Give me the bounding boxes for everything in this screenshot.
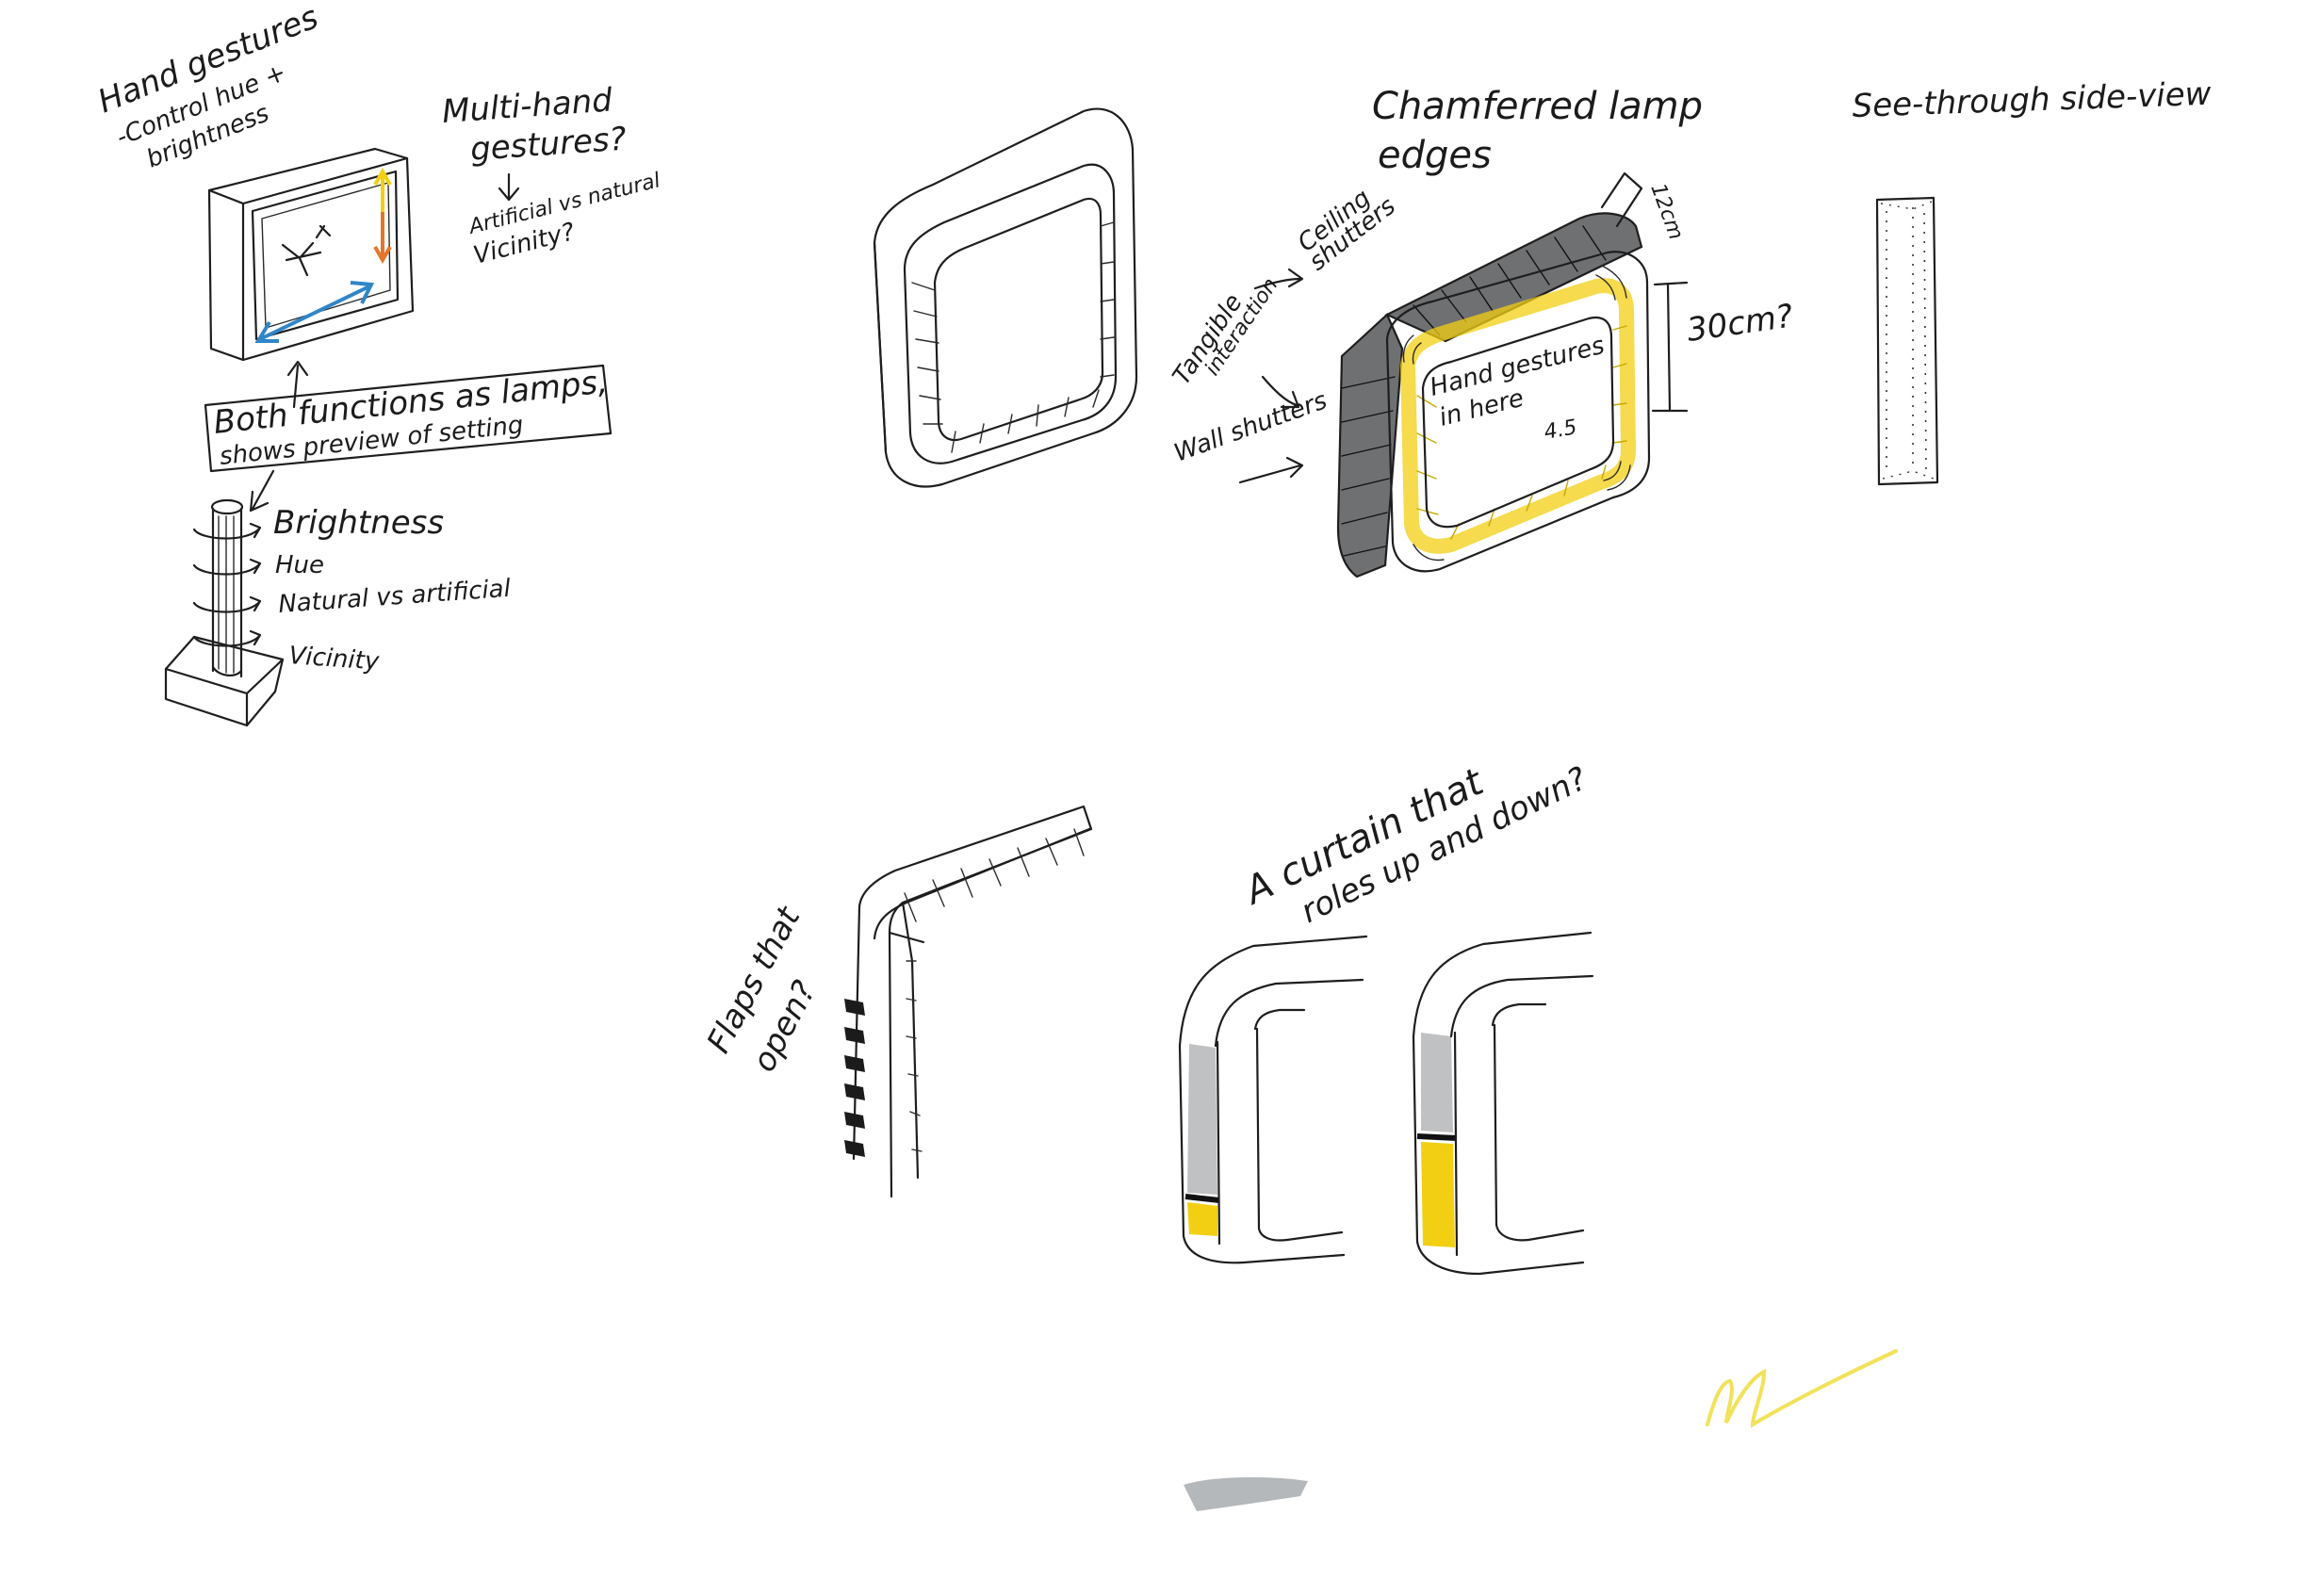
controller-column-foot	[211, 665, 243, 676]
gray-marker-smudge	[1184, 1477, 1308, 1511]
lamp-glow-hatching	[1416, 325, 1627, 540]
curtain-high-top	[1412, 931, 1592, 1038]
curtain-low-top	[1178, 935, 1368, 1048]
flaps-frame-outer	[858, 805, 1093, 1198]
plain-frame-mid	[903, 163, 1118, 464]
brightness-arrow-head	[373, 167, 392, 186]
controller-column-ridges	[218, 515, 235, 674]
plain-frame-hatching	[911, 221, 1115, 453]
gesture-box-screen-inner	[261, 182, 391, 329]
rotate-arrow-brightness	[192, 522, 262, 540]
tangible-arrow	[1261, 375, 1300, 409]
curtain-piece-low	[1178, 935, 1368, 1264]
title-chamferred-line1: Chamferred lamp	[1372, 85, 1703, 128]
side-view-sketch: See-through side-view	[1852, 75, 2212, 486]
dimension-depth-bracket	[1600, 171, 1643, 228]
title-side-view: See-through side-view	[1852, 75, 2212, 125]
label-vicinity: Vicinity	[288, 642, 381, 676]
curtain-low-edge	[1216, 1040, 1221, 1246]
rotate-arrow-natural	[192, 595, 262, 613]
curtain-piece-high	[1412, 931, 1594, 1276]
yellow-scribble	[1706, 1349, 1898, 1428]
flaps-open-tabs	[844, 999, 865, 1157]
curtain-low-yellow	[1187, 1202, 1217, 1236]
hand-gesture-icon	[281, 224, 332, 277]
curtain-high-side	[1412, 1034, 1585, 1276]
curtain-high-window	[1491, 1002, 1585, 1242]
rotate-arrow-hue	[192, 558, 262, 576]
down-left-arrow	[249, 469, 275, 513]
column-controller-sketch: Brightness Hue Natural vs artificial Vic…	[164, 498, 513, 727]
flaps-frame-inner	[873, 827, 1091, 940]
gesture-box-top-edge	[241, 156, 409, 205]
curtain-low-gray	[1187, 1044, 1217, 1195]
dimension-depth: 12cm	[1645, 181, 1688, 243]
direction-arrow	[259, 285, 370, 341]
gesture-box-edge	[207, 188, 245, 362]
chamfered-lamp-sketch: Chamferred lamp edges Hand gestures in h…	[1168, 85, 1796, 578]
gesture-box-screen	[251, 170, 400, 341]
note-wall-shutters: Wall shutters	[1170, 386, 1331, 467]
flaps-hatching	[904, 828, 1085, 1152]
direction-arrow-head-left	[254, 320, 279, 343]
multi-hand-down-arrow	[498, 172, 520, 202]
curtain-low-window	[1253, 1008, 1344, 1242]
controller-column-top	[210, 498, 244, 515]
up-arrow	[286, 360, 309, 409]
curtain-low-roller	[1184, 1194, 1220, 1203]
controller-base	[164, 635, 285, 727]
curtain-sketch: A curtain that roles up and down?	[1178, 760, 1594, 1276]
label-hue: Hue	[275, 551, 324, 579]
controller-column	[211, 507, 243, 678]
curtain-high-inner-top	[1449, 974, 1594, 1038]
label-natural-artificial: Natural vs artificial	[277, 575, 512, 619]
curtain-high-edge	[1453, 1031, 1459, 1257]
rotate-arrow-vicinity	[192, 629, 262, 647]
curtain-high-roller	[1416, 1133, 1458, 1141]
side-view-dotted-lines	[1886, 207, 1927, 471]
lamp-front-frame	[1385, 251, 1651, 573]
wall-arrow	[1238, 456, 1304, 484]
lamp-corner-strokes	[1402, 265, 1631, 562]
flaps-sketch: Flaps that open?	[700, 805, 1093, 1198]
dimension-height: 30cm?	[1685, 298, 1796, 350]
plain-frame-window	[933, 197, 1104, 442]
label-brightness: Brightness	[273, 504, 444, 542]
gesture-box-outline	[207, 147, 415, 362]
plain-frame-outer	[873, 107, 1138, 488]
plain-frame-sketch	[873, 107, 1138, 488]
curtain-low-side	[1178, 1044, 1346, 1264]
curtain-high-gray	[1421, 1033, 1453, 1132]
plain-frame-side	[873, 241, 888, 454]
side-view-dotted-ends	[1880, 201, 1935, 480]
direction-arrow-head-right	[350, 281, 375, 304]
title-chamferred-line2: edges	[1378, 134, 1492, 177]
gesture-lamp-sketch: Hand gestures -Control hue + brightness …	[92, 0, 662, 513]
inner-number: 4.5	[1543, 415, 1579, 445]
both-functions-frame	[204, 364, 612, 473]
dimension-height-bracket	[1651, 281, 1689, 413]
ceiling-shutter-band	[1384, 212, 1643, 343]
lamp-glow-band	[1399, 278, 1637, 554]
curtain-high-yellow	[1421, 1142, 1455, 1247]
wall-shutter-band	[1336, 313, 1404, 578]
ceiling-arrow	[1253, 268, 1304, 290]
lamp-inner-window	[1421, 316, 1615, 529]
side-view-outline	[1875, 196, 1939, 486]
wall-shutter-slats	[1341, 376, 1396, 557]
controller-base-edges	[164, 658, 285, 727]
curtain-low-inner-top	[1214, 978, 1364, 1048]
hue-arrow-head	[373, 246, 392, 265]
